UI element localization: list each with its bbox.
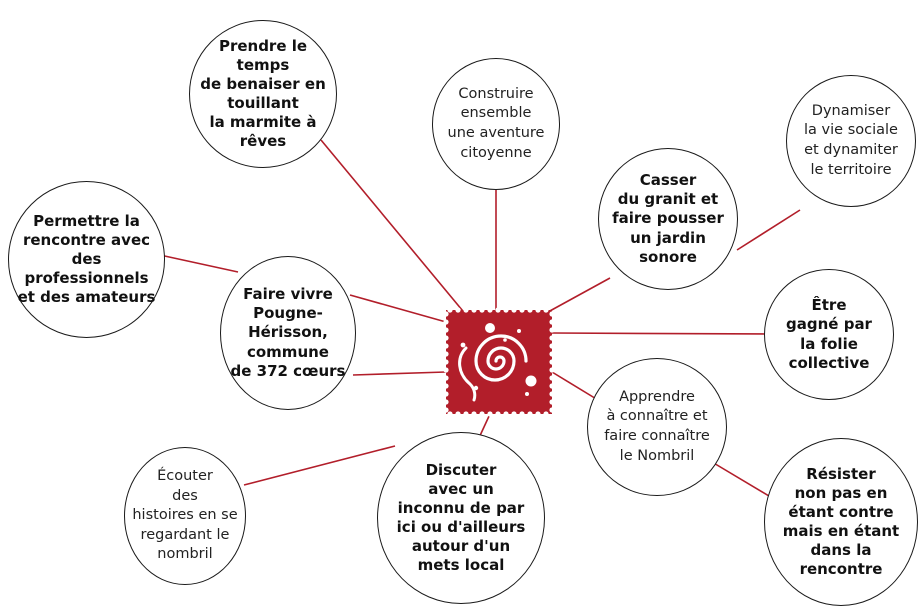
connector-apprendre — [551, 371, 599, 401]
spiral-emblem-icon — [443, 307, 555, 417]
node-permettre-rencontre-label: Permettre la rencontre avec des professi… — [17, 211, 156, 307]
node-apprendre-label: Apprendre à connaître et faire connaître… — [604, 388, 710, 464]
connector-casser — [547, 277, 611, 313]
node-prendre-le-temps: Prendre le temps de benaiser en touillan… — [189, 20, 337, 168]
node-ecouter: Écouter des histoires en se regardant le… — [124, 447, 246, 585]
node-prendre-le-temps-label: Prendre le temps de benaiser en touillan… — [200, 36, 326, 151]
node-construire-ensemble: Construire ensemble une aventure citoyen… — [432, 58, 560, 190]
connector-permettre — [159, 254, 239, 273]
node-resister-label: Résister non pas en étant contre mais en… — [782, 464, 900, 579]
node-etre-gagne-label: Être gagné par la folie collective — [786, 296, 872, 372]
node-dynamiser: Dynamiser la vie sociale et dynamiter le… — [786, 75, 916, 207]
connector-faire-vivre-2 — [352, 371, 447, 376]
node-discuter: Discuter avec un inconnu de par ici ou d… — [377, 432, 545, 604]
node-construire-ensemble-label: Construire ensemble une aventure citoyen… — [447, 85, 545, 161]
connector-faire-vivre — [349, 294, 447, 323]
connector-dynamiser — [736, 209, 801, 251]
node-etre-gagne: Être gagné par la folie collective — [764, 269, 894, 400]
node-casser-granit-label: Casser du granit et faire pousser un jar… — [612, 171, 724, 266]
node-discuter-label: Discuter avec un inconnu de par ici ou d… — [396, 460, 526, 575]
node-ecouter-label: Écouter des histoires en se regardant le… — [132, 468, 238, 563]
node-dynamiser-label: Dynamiser la vie sociale et dynamiter le… — [804, 102, 898, 178]
node-faire-vivre-label: Faire vivre Pougne- Hérisson, commune de… — [230, 285, 346, 380]
node-resister: Résister non pas en étant contre mais en… — [764, 438, 918, 606]
connector-ecouter — [243, 445, 396, 486]
connector-etre-gagne — [551, 332, 767, 335]
node-casser-granit: Casser du granit et faire pousser un jar… — [598, 148, 738, 290]
node-faire-vivre: Faire vivre Pougne- Hérisson, commune de… — [220, 256, 356, 410]
node-apprendre: Apprendre à connaître et faire connaître… — [587, 358, 727, 496]
node-permettre-rencontre: Permettre la rencontre avec des professi… — [8, 181, 165, 338]
connector-marmite — [320, 139, 473, 323]
